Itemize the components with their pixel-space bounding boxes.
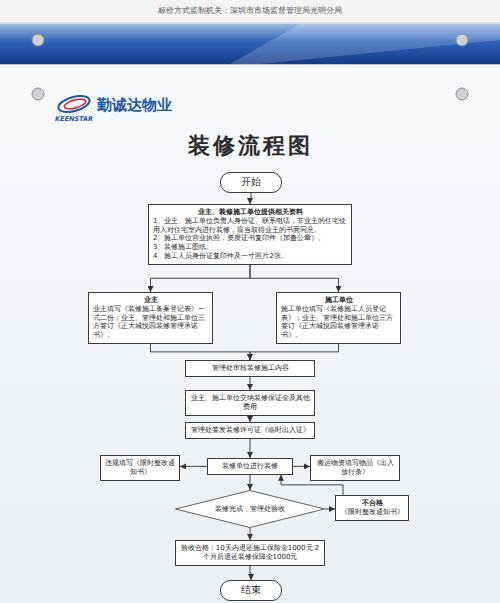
box-text: 装修单位进行装修 (212, 462, 288, 471)
box-heading: 不合格 (340, 499, 404, 508)
flow-arrow (250, 475, 251, 490)
logo-mark (57, 93, 92, 115)
decision-diamond: 装修完成，管理处验收 (175, 490, 325, 528)
process-box: 违规填写《限时整改通知书》 (100, 455, 180, 481)
screw (456, 88, 468, 100)
process-box: 业主、装修施工单位提供相关资料1、业主、施工单位负责人身份证、联系电话，非业主的… (148, 204, 352, 265)
box-text: 结束 (225, 584, 277, 597)
box-text: 装修完成，管理处验收 (215, 505, 285, 514)
screw (32, 88, 44, 100)
screw (456, 34, 468, 46)
logo-ring (57, 93, 92, 115)
box-text: 4、施工人员身份证复印件及一寸照片2张。 (153, 252, 347, 261)
box-text: 《限时整改通知书》 (340, 508, 404, 517)
box-text: 施工单位填写《装修施工人员登记表》；业主、管理处和施工单位三方签订《正大城悦园装… (281, 305, 396, 340)
flow-arrow (250, 566, 251, 581)
box-text: 搬运物资填写物品《出入放行条》 (315, 459, 395, 477)
blue-band (0, 24, 500, 64)
board-edge (0, 64, 500, 65)
process-box: 管理处签发装修许可证《临时出入证》 (185, 422, 315, 439)
terminal-box: 开始 (220, 172, 282, 193)
brand-name: 勤诚达物业 (97, 96, 172, 115)
title: 装修流程图 (0, 131, 500, 161)
box-text: 验收合格：10天内退还施工保险金1000元 2个月后退还装修保障金1000元 (180, 544, 320, 562)
flow-arrow (250, 193, 251, 205)
diamond-shape (176, 491, 325, 528)
logo-ring (63, 97, 86, 110)
brand-latin: KEENSTAR (55, 115, 93, 123)
flow-arrow (250, 377, 251, 390)
process-box: 不合格《限时整改通知书》 (335, 495, 409, 521)
box-text: 3、装修施工图纸。 (153, 243, 347, 252)
flow-arrow (325, 509, 335, 510)
process-box: 搬运物资填写物品《出入放行条》 (310, 455, 400, 481)
flow-arrow (250, 528, 251, 540)
flow-arrow (250, 265, 339, 293)
board (0, 64, 500, 603)
box-text: 管理处签发装修许可证《临时出入证》 (190, 426, 310, 435)
flow-arrow (293, 466, 310, 467)
flow-arrow (250, 344, 339, 360)
box-heading: 业主、装修施工单位提供相关资料 (153, 208, 347, 217)
box-text: 违规填写《限时整改通知书》 (105, 459, 175, 477)
flow-arrow (151, 344, 251, 360)
process-box: 装修单位进行装修 (207, 458, 293, 475)
flow-arrow (180, 466, 207, 467)
glass-highlight (230, 24, 500, 64)
box-text: 2、施工单位营业执照，资质证书复印件（加盖公章）。 (153, 234, 347, 243)
box-text: 1、业主、施工单位负责人身份证、联系电话，非业主的住宅使用人对住宅室内进行装修，… (153, 217, 347, 235)
authority-note: 标价方式监制机关：深圳市市场监督管理局光明分局 (0, 6, 500, 16)
box-text: 管理处审核装修施工内容 (190, 364, 310, 373)
flow-arrow (151, 265, 251, 293)
box-heading: 业主 (93, 296, 208, 305)
screw (32, 34, 44, 46)
box-text: 业主、施工单位交纳装修保证金及其他费用 (190, 394, 310, 412)
box-heading: 施工单位 (281, 296, 396, 305)
process-box: 验收合格：10天内退还施工保险金1000元 2个月后退还装修保障金1000元 (175, 540, 325, 566)
top-strip (0, 0, 500, 22)
process-box: 业主业主填写《装修施工备案登记表》一式二份；业主、管理处和施工单位三方签订《正大… (88, 292, 213, 344)
terminal-box: 结束 (220, 580, 282, 601)
box-text: 业主填写《装修施工备案登记表》一式二份；业主、管理处和施工单位三方签订《正大城悦… (93, 305, 208, 340)
process-box: 业主、施工单位交纳装修保证金及其他费用 (185, 390, 315, 416)
box-text: 开始 (225, 176, 277, 189)
flow-arrow (250, 439, 251, 458)
process-box: 施工单位施工单位填写《装修施工人员登记表》；业主、管理处和施工单位三方签订《正大… (276, 292, 401, 344)
process-box: 管理处审核装修施工内容 (185, 360, 315, 377)
